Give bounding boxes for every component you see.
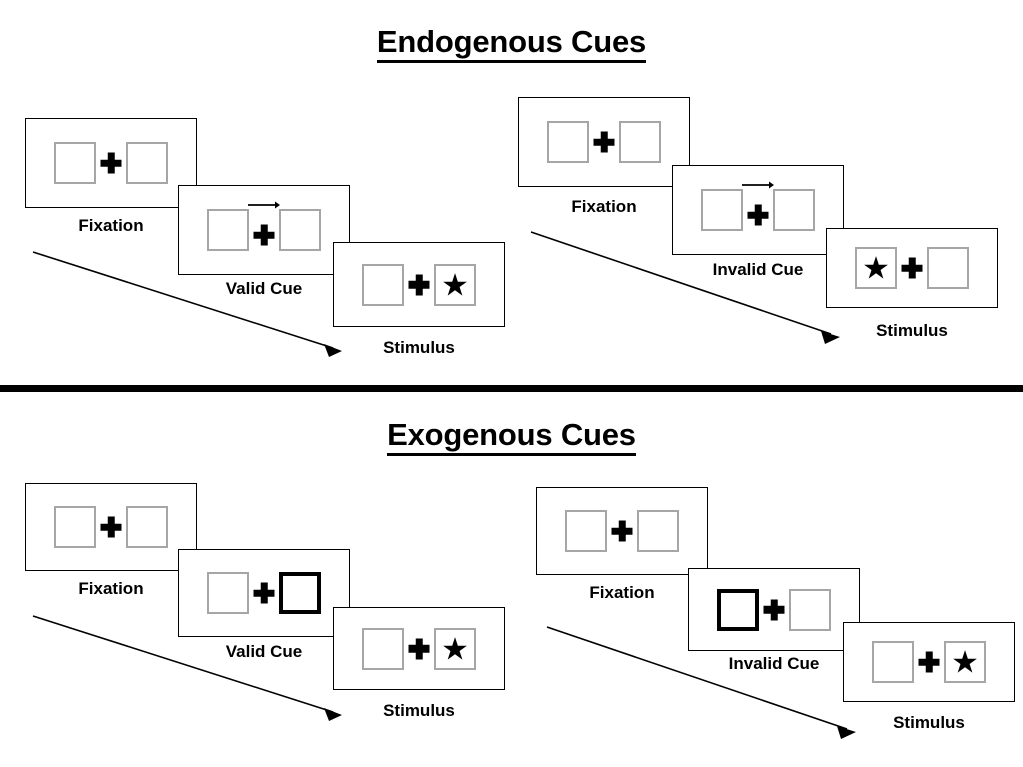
fixation-cross-icon — [409, 274, 430, 295]
placeholder-square-right — [126, 142, 168, 184]
caption-endogenous-invalid-fixation: Fixation — [571, 197, 637, 216]
placeholder-square-right — [126, 506, 168, 548]
section-title-exogenous: Exogenous Cues — [0, 417, 1023, 456]
placeholder-square-left — [565, 510, 607, 552]
frame-endogenous-valid-stimulus: ★ — [333, 242, 505, 327]
time-flow-arrow-exogenous-invalid — [546, 626, 856, 739]
frame-exogenous-invalid-stimulus: ★ — [843, 622, 1015, 702]
target-square-left: ★ — [855, 247, 897, 289]
placeholder-square-left — [54, 142, 96, 184]
section-title-endogenous: Endogenous Cues — [0, 24, 1023, 63]
caption-endogenous-valid-cue: Valid Cue — [225, 279, 303, 298]
caption-exogenous-invalid-stimulus: Stimulus — [893, 713, 965, 732]
time-flow-arrow-endogenous-invalid — [530, 231, 840, 344]
star-icon: ★ — [441, 267, 469, 302]
right-arrow-icon — [742, 181, 774, 189]
target-square-right: ★ — [434, 263, 476, 306]
fixation-cross-icon — [919, 652, 940, 673]
caption-endogenous-invalid-stimulus: Stimulus — [876, 321, 948, 340]
frame-endogenous-invalid-cue — [672, 165, 844, 255]
placeholder-square-left — [872, 641, 914, 683]
star-icon: ★ — [441, 631, 469, 666]
fixation-cross-icon — [748, 205, 769, 226]
target-square-right: ★ — [434, 627, 476, 670]
placeholder-square-right — [789, 588, 831, 631]
placeholder-square-right — [279, 209, 321, 251]
star-icon: ★ — [951, 644, 979, 680]
section-divider — [0, 385, 1023, 392]
section-title-endogenous-text: Endogenous Cues — [376, 24, 646, 63]
fixation-cross-icon — [254, 583, 275, 604]
target-square-right: ★ — [944, 641, 986, 683]
section-title-exogenous-text: Exogenous Cues — [387, 417, 636, 456]
caption-exogenous-invalid-fixation: Fixation — [589, 583, 655, 602]
placeholder-square-right — [637, 510, 679, 552]
caption-endogenous-invalid-cue: Invalid Cue — [712, 260, 804, 279]
caption-exogenous-valid-cue: Valid Cue — [225, 642, 303, 661]
placeholder-square-left — [547, 121, 589, 163]
frame-endogenous-valid-fixation — [25, 118, 197, 208]
fixation-cross-icon — [764, 599, 785, 620]
time-flow-arrow-exogenous-valid — [32, 615, 342, 721]
caption-exogenous-valid-stimulus: Stimulus — [383, 701, 455, 720]
placeholder-square-right — [619, 121, 661, 163]
star-icon: ★ — [862, 250, 890, 286]
frame-endogenous-invalid-fixation — [518, 97, 690, 187]
placeholder-square-right — [927, 247, 969, 289]
fixation-cross-icon — [254, 225, 275, 246]
placeholder-square-left — [701, 189, 743, 231]
frame-endogenous-invalid-stimulus: ★ — [826, 228, 998, 308]
placeholder-square-right — [773, 189, 815, 231]
fixation-cross-icon — [101, 153, 122, 174]
fixation-cross-icon — [409, 638, 430, 659]
caption-exogenous-invalid-cue: Invalid Cue — [728, 654, 820, 673]
frame-exogenous-invalid-cue — [688, 568, 860, 651]
fixation-cross-icon — [101, 517, 122, 538]
placeholder-square-left — [362, 263, 404, 306]
placeholder-square-left — [207, 572, 249, 614]
fixation-cross-icon — [612, 521, 633, 542]
caption-endogenous-valid-stimulus: Stimulus — [383, 338, 455, 357]
time-flow-arrow-endogenous-valid — [32, 251, 342, 357]
right-arrow-icon — [248, 201, 280, 209]
caption-exogenous-valid-fixation: Fixation — [78, 579, 144, 598]
placeholder-square-left — [207, 209, 249, 251]
frame-endogenous-valid-cue — [178, 185, 350, 275]
frame-exogenous-valid-cue — [178, 549, 350, 637]
cue-square-right — [279, 572, 321, 614]
fixation-cross-icon — [902, 258, 923, 279]
fixation-cross-icon — [594, 132, 615, 153]
placeholder-square-left — [362, 627, 404, 670]
frame-exogenous-valid-stimulus: ★ — [333, 607, 505, 690]
placeholder-square-left — [54, 506, 96, 548]
cue-square-left — [717, 588, 759, 631]
caption-endogenous-valid-fixation: Fixation — [78, 216, 144, 235]
frame-exogenous-valid-fixation — [25, 483, 197, 571]
frame-exogenous-invalid-fixation — [536, 487, 708, 575]
